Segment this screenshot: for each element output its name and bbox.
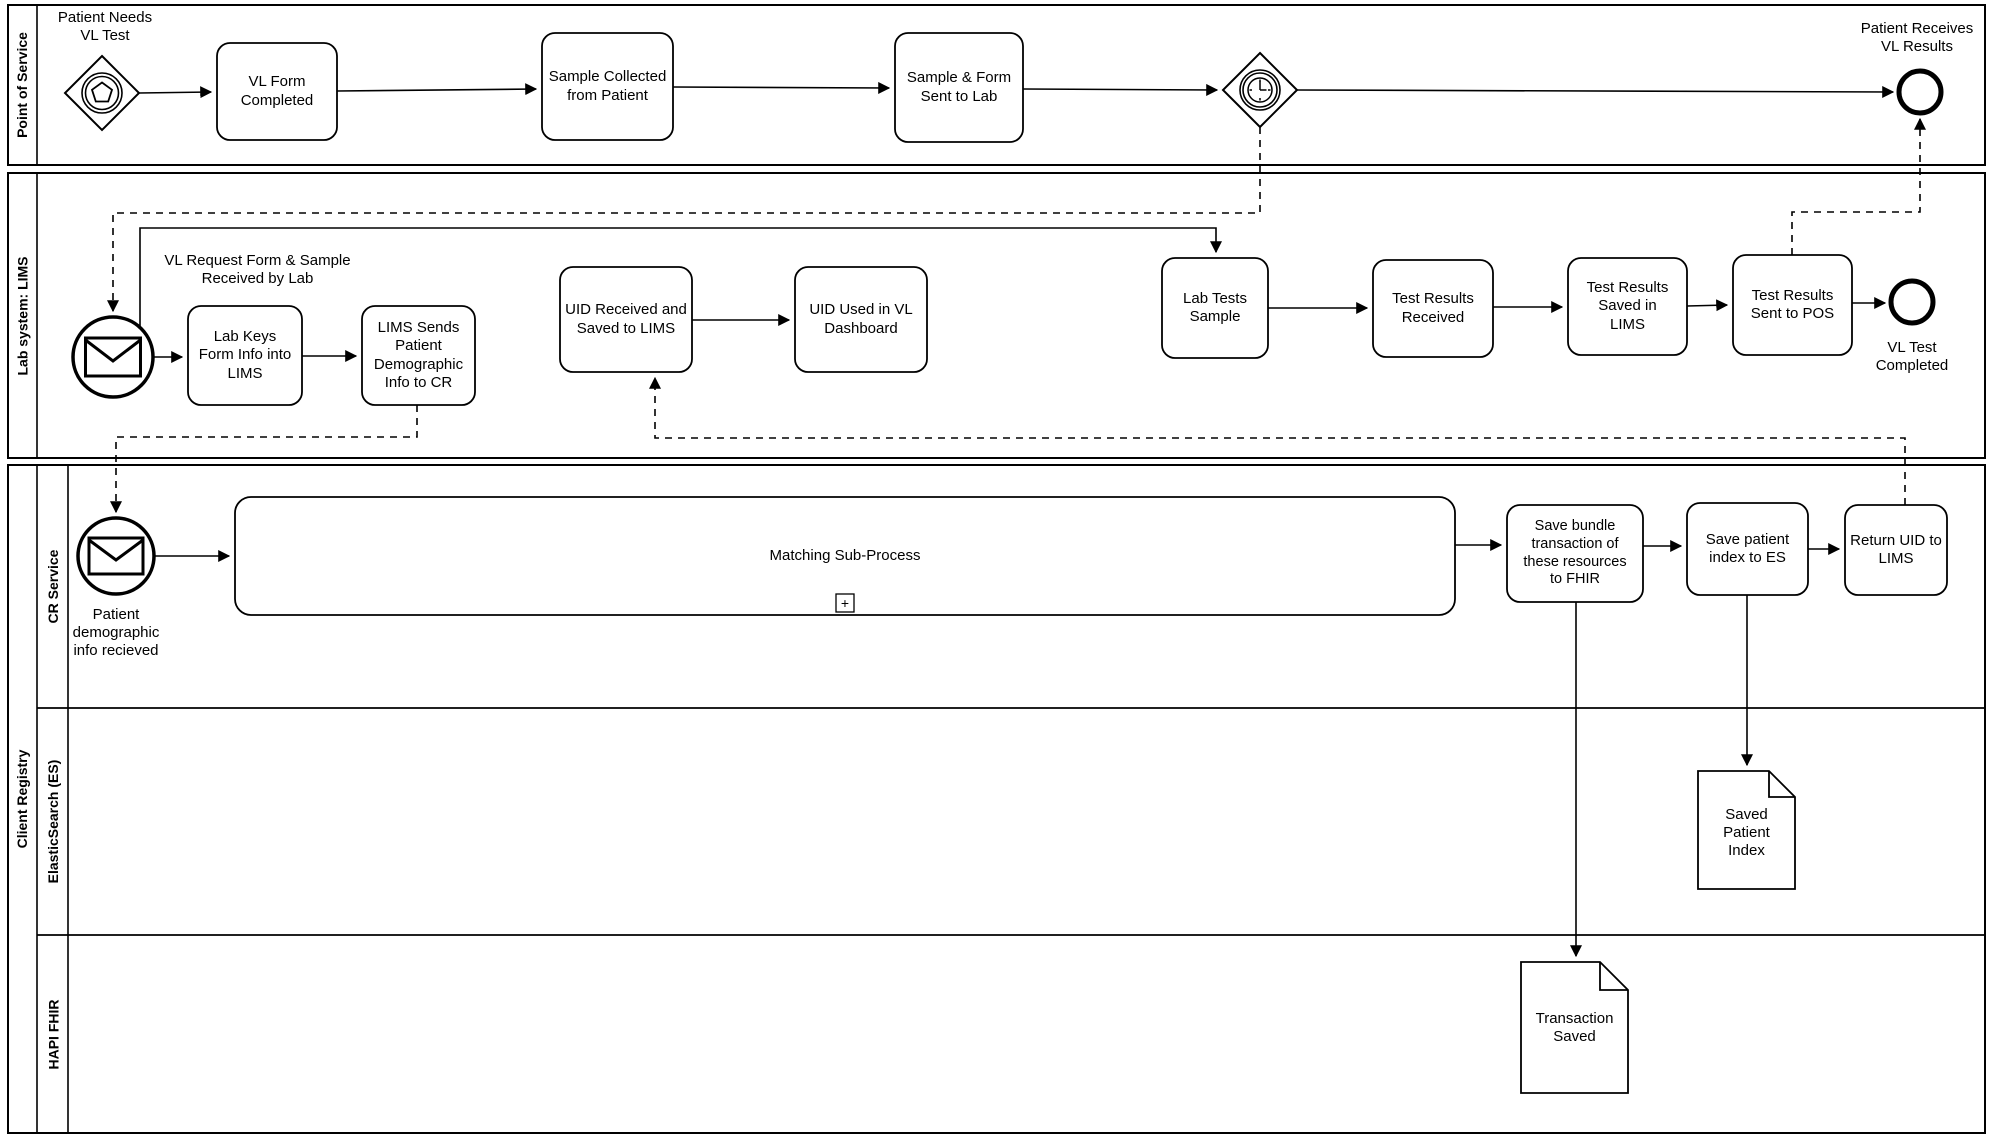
task-lab-tests (1161, 257, 1269, 359)
lane-label-cr-service: CR Service (44, 549, 61, 624)
label-save-index: Save patient index to ES (1705, 530, 1790, 566)
label-return-uid: Return UID to LIMS (1850, 531, 1942, 567)
label-results-saved: Test Results Saved in LIMS (1586, 279, 1669, 333)
label-lims-sends: LIMS Sends Patient Demographic Info to C… (373, 318, 464, 391)
flow-timer-to-end (1296, 85, 1895, 98)
task-vl-form-completed (216, 42, 338, 141)
label-matching-subprocess: Matching Sub-Process (769, 546, 921, 564)
label-transaction-doc: Transaction Saved (1535, 1009, 1614, 1045)
subprocess-expand-marker (835, 593, 855, 613)
task-sample-form-sent (894, 32, 1024, 143)
task-return-uid (1844, 504, 1948, 596)
folded-corner-icon (1599, 962, 1628, 991)
flow-msg-to-labtests (139, 227, 1222, 329)
envelope-icon (87, 536, 145, 576)
folded-corner-icon (1768, 771, 1795, 798)
label-results-received: Test Results Received (1392, 290, 1474, 326)
flow-vlform-to-samplecollected (336, 83, 538, 96)
label-vl-form-completed: VL Form Completed (240, 73, 314, 109)
msgflow-resultssent-to-posend (1791, 117, 1926, 255)
task-save-bundle (1506, 504, 1644, 603)
task-results-saved (1567, 257, 1688, 356)
document-saved-patient-index (1697, 770, 1796, 890)
label-lab-received: VL Request Form & Sample Received by Lab (164, 251, 351, 287)
label-lab-keys: Lab Keys Form Info into LIMS (198, 328, 292, 382)
label-saved-index-doc: Saved Patient Index (1723, 805, 1770, 860)
pool-label-client-registry: Client Registry (14, 749, 30, 849)
task-lims-sends (361, 305, 476, 406)
msgflow-returnuid-to-uidreceived (649, 376, 1906, 505)
pool-client-registry (7, 464, 1986, 1134)
pool-lims (7, 172, 1986, 459)
task-results-sent (1732, 254, 1853, 356)
label-lab-tests: Lab Tests Sample (1183, 289, 1247, 325)
lane-label-elasticsearch: ElasticSearch (ES) (44, 759, 61, 884)
pentagon-icon (90, 81, 114, 103)
envelope-icon (84, 336, 142, 378)
pool-label-lims: Lab system: LIMS (14, 256, 31, 376)
task-sample-collected (541, 32, 674, 141)
msgflow-limssends-to-crmsg (110, 405, 418, 514)
task-uid-received (559, 266, 693, 373)
flow-start-to-vlform (138, 86, 213, 99)
pool-point-of-service (7, 4, 1986, 166)
end-event-vl-completed (1888, 278, 1936, 326)
flow-samplecollected-to-samplesent (672, 81, 891, 94)
label-subprocess-marker: + (840, 595, 850, 611)
task-lab-keys (187, 305, 303, 406)
message-start-event-lims (71, 315, 155, 399)
message-start-event-cr (76, 516, 156, 596)
label-vl-completed: VL Test Completed (1875, 338, 1949, 374)
label-patient-needs: Patient Needs VL Test (57, 8, 153, 44)
label-uid-used: UID Used in VL Dashboard (809, 301, 913, 337)
flow-saved-to-sent (1686, 299, 1729, 312)
timer-gateway (1221, 51, 1299, 129)
end-event-patient-receives (1896, 68, 1944, 116)
flow-samplesent-to-timer (1022, 83, 1219, 96)
task-results-received (1372, 259, 1494, 358)
clock-icon (1247, 77, 1273, 103)
task-uid-used (794, 266, 928, 373)
task-save-index (1686, 502, 1809, 596)
subprocess-matching (234, 496, 1456, 616)
label-save-bundle: Save bundle transaction of these resourc… (1523, 518, 1627, 588)
label-sample-collected: Sample Collected from Patient (548, 68, 667, 104)
event-gateway-start (63, 54, 141, 132)
label-uid-received: UID Received and Saved to LIMS (565, 301, 687, 337)
document-transaction-saved (1520, 961, 1629, 1094)
label-patient-receives: Patient Receives VL Results (1860, 19, 1974, 55)
label-patient-demo: Patient demographic info recieved (72, 605, 160, 660)
lane-label-hapi-fhir: HAPI FHIR (45, 999, 61, 1070)
label-results-sent: Test Results Sent to POS (1750, 286, 1835, 322)
label-sample-form-sent: Sample & Form Sent to Lab (906, 69, 1012, 105)
msgflow-timer-to-limsmsg (107, 127, 1261, 313)
